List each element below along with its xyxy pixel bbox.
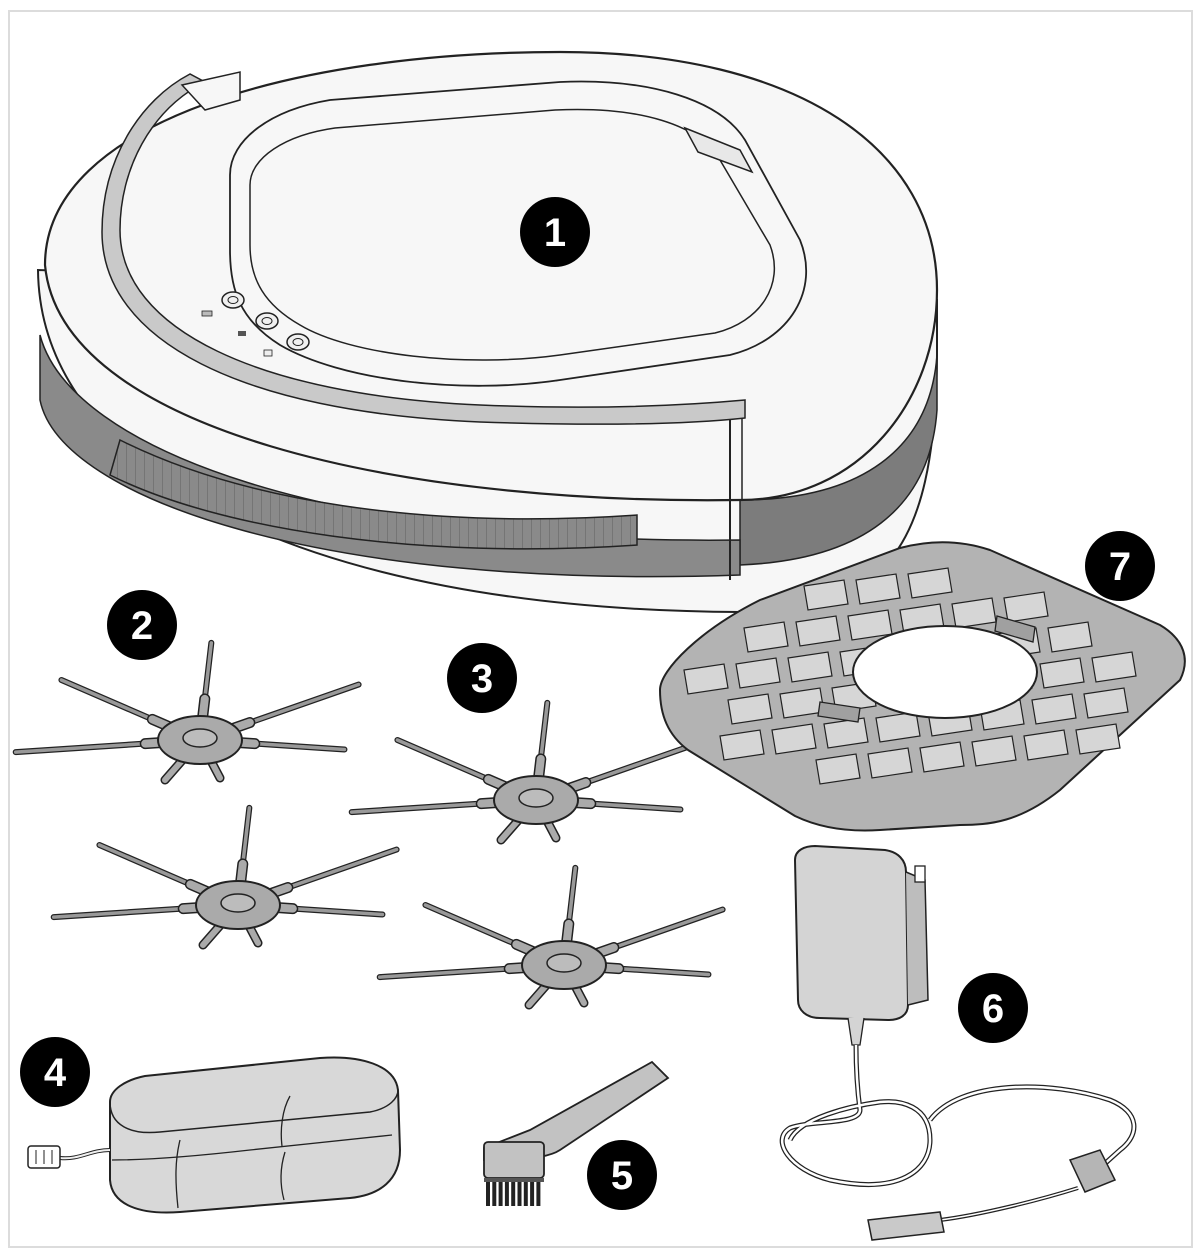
battery-body (109, 1056, 402, 1214)
tray-opening (852, 625, 1038, 719)
side-brush (50, 804, 400, 950)
callout-markers: 1 2 3 4 5 6 7 (20, 197, 1155, 1210)
callout-cleaning-brush: 5 (587, 1140, 657, 1210)
callout-number: 3 (471, 657, 493, 701)
side-brushes (12, 639, 726, 1010)
bumper-ribs (109, 438, 638, 550)
callout-side-brushes-pair-a: 2 (107, 590, 177, 660)
dc-plug (867, 1211, 945, 1241)
callout-filter-tray: 7 (1085, 531, 1155, 601)
side-brush (12, 639, 362, 785)
control-buttons (201, 291, 310, 357)
callout-side-brushes-pair-b: 3 (447, 643, 517, 713)
robot-vacuum (36, 50, 939, 614)
callout-number: 6 (982, 987, 1004, 1031)
lid-handle (683, 126, 754, 174)
ferrite-core (1068, 1149, 1117, 1193)
callout-battery-pack: 4 (20, 1037, 90, 1107)
callout-number: 7 (1109, 545, 1131, 589)
battery-pack (27, 1056, 402, 1214)
lid-inner (249, 108, 776, 361)
power-adapter (779, 844, 1137, 1241)
callout-robot-vacuum: 1 (520, 197, 590, 267)
cleaning-brush (483, 1060, 670, 1206)
filter-tray (658, 541, 1186, 832)
callout-number: 1 (544, 211, 566, 255)
side-band-right (739, 354, 938, 566)
callout-number: 2 (131, 604, 153, 648)
adapter-prong (914, 865, 926, 883)
top-ring (101, 73, 746, 425)
tray-grid (683, 567, 1137, 785)
side-band-left (39, 334, 741, 578)
diagram-frame (8, 10, 1193, 1248)
side-brush (348, 699, 698, 845)
side-brush (376, 864, 726, 1010)
brush-bristles (484, 1178, 544, 1206)
adapter-body (793, 844, 910, 1022)
callout-number: 4 (44, 1051, 67, 1095)
callout-number: 5 (611, 1154, 633, 1198)
callout-power-adapter: 6 (958, 973, 1028, 1043)
brush-head (483, 1141, 545, 1179)
